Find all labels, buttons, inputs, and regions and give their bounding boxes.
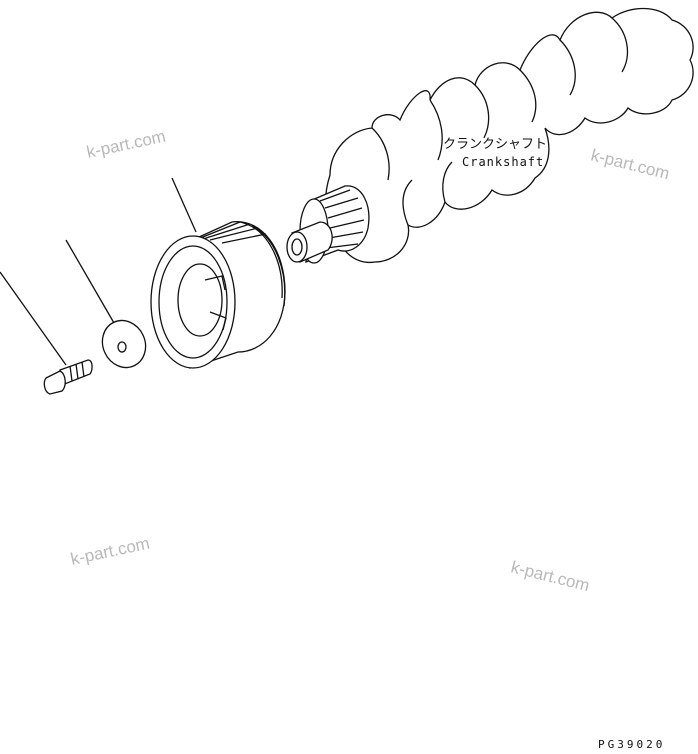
watermark: k-part.com xyxy=(589,145,672,183)
washer-icon xyxy=(101,319,147,369)
crankshaft-label-jp: クランクシャフト xyxy=(443,137,547,152)
crankshaft-label-en: Crankshaft xyxy=(462,155,544,169)
pulley-icon xyxy=(150,221,286,369)
watermark: k-part.com xyxy=(69,534,151,569)
drawing-code: PG39020 xyxy=(598,738,665,751)
leader-line xyxy=(171,177,197,233)
watermark: k-part.com xyxy=(85,127,167,162)
leader-line xyxy=(0,271,67,366)
crankshaft-icon xyxy=(286,7,694,264)
leader-line xyxy=(65,239,115,324)
watermark: k-part.com xyxy=(509,557,592,595)
bolt-icon xyxy=(43,359,93,395)
